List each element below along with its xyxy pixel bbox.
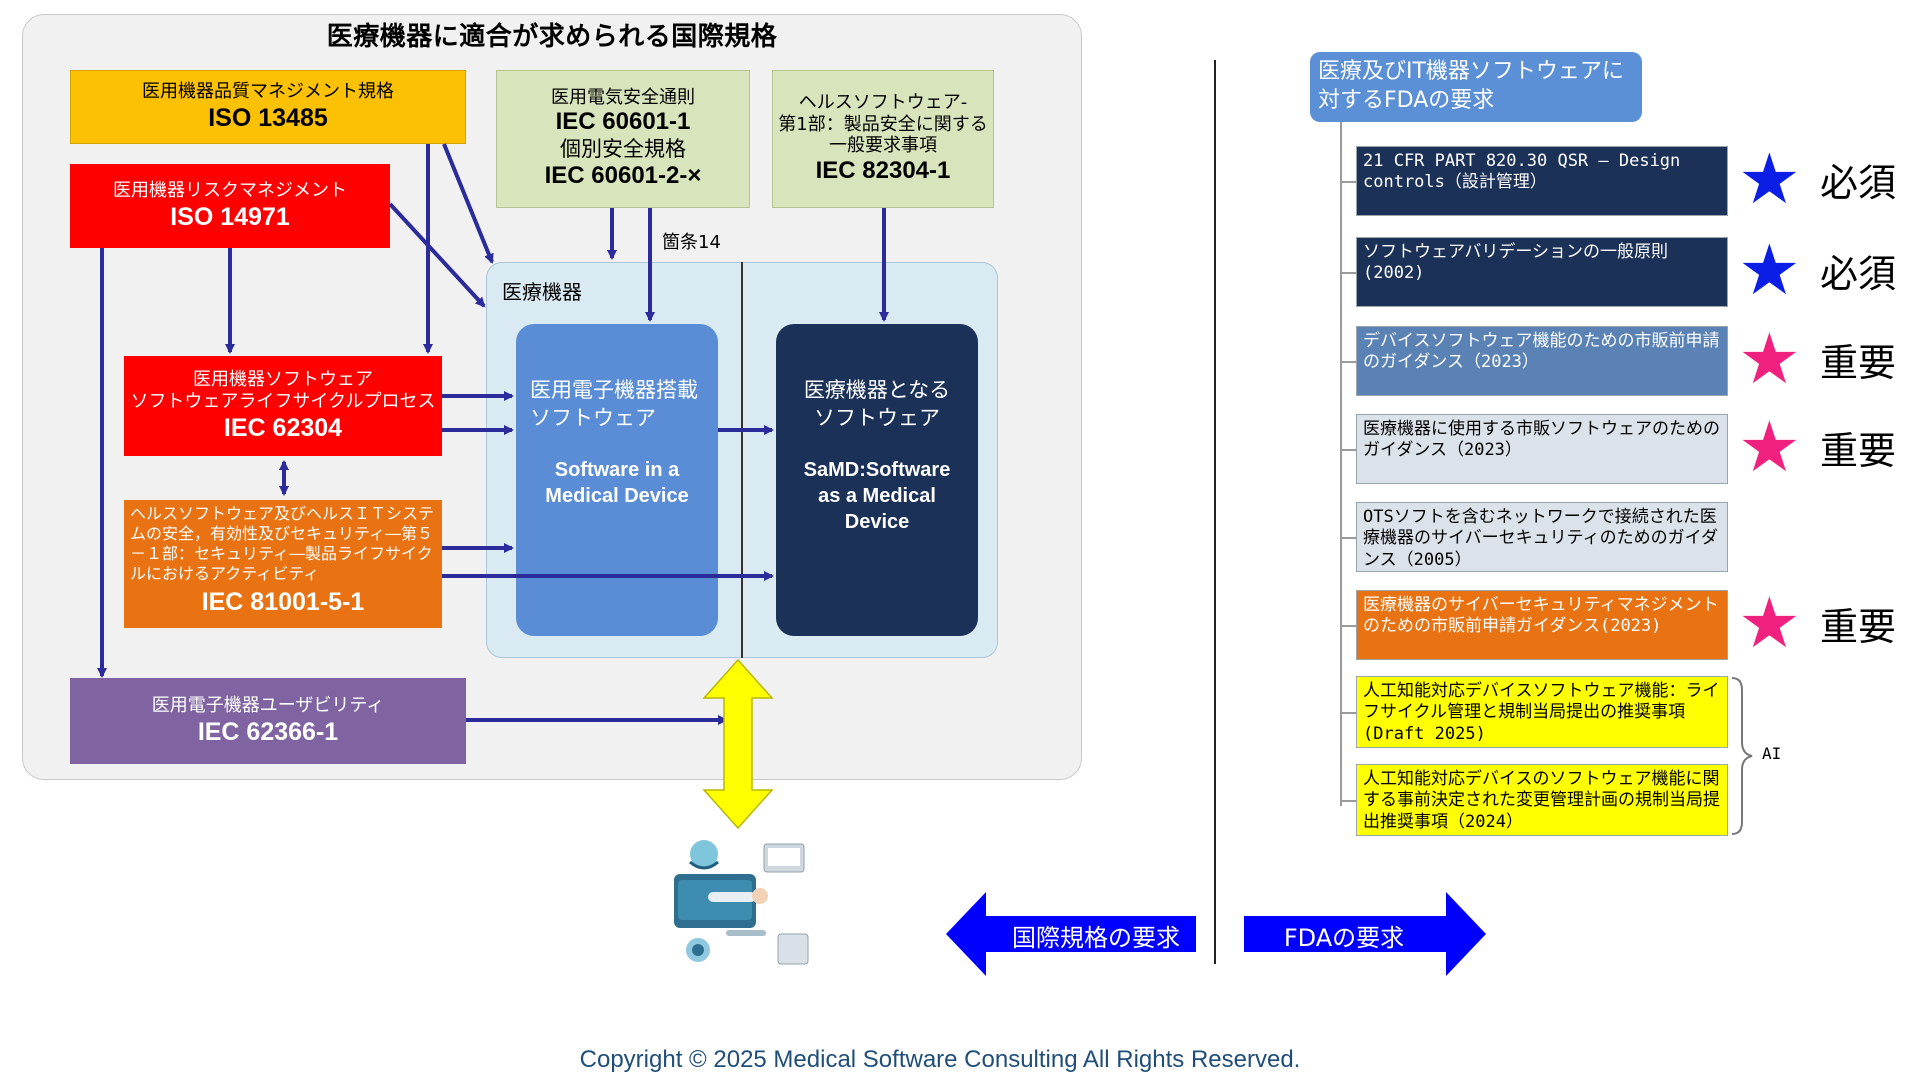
device-divider: [741, 262, 743, 658]
simd-box: 医用電子機器搭載 ソフトウェア Software in a Medical De…: [516, 324, 718, 636]
fda-requirement-item: ソフトウェアバリデーションの一般原則(2002): [1356, 237, 1728, 307]
fda-arrow-label: FDAの要求: [1283, 924, 1405, 952]
fda-tree-connector: [1340, 625, 1356, 627]
iec81001-code: IEC 81001-5-1: [201, 588, 365, 616]
star-icon: ★: [1738, 138, 1801, 220]
fda-tree-connector: [1340, 537, 1356, 539]
fda-tree-connector: [1340, 800, 1356, 802]
iso14971-code: ISO 14971: [170, 202, 290, 231]
iec60601-name1: 医用電気安全通則: [551, 86, 695, 108]
fda-requirement-item: 医療機器に使用する市販ソフトウェアのためのガイダンス（2023）: [1356, 414, 1728, 484]
fda-requirement-item: 21 CFR PART 820.30 QSR – Design controls…: [1356, 146, 1728, 216]
ai-label: AI: [1762, 744, 1782, 763]
clause-14-label: 箇条14: [662, 232, 721, 253]
hospital-scene-icon: [674, 840, 809, 965]
simd-en: Software in a Medical Device: [530, 457, 704, 509]
iso13485-code: ISO 13485: [208, 103, 328, 132]
star-icon: ★: [1738, 318, 1801, 400]
direction-arrows: [946, 892, 1486, 976]
samd-en1: SaMD:Software: [803, 458, 951, 481]
samd-en3: Device: [844, 510, 910, 533]
requirement-level-label: 重要: [1820, 341, 1897, 385]
fda-requirement-item: 人工知能対応デバイスソフトウェア機能：ライフサイクル管理と規制当局提出の推奨事項…: [1356, 676, 1728, 748]
star-icon: ★: [1738, 229, 1801, 311]
requirement-level-label: 重要: [1820, 429, 1897, 473]
fda-requirement-item: 人工知能対応デバイスのソフトウェア機能に関する事前決定された変更管理計画の規制当…: [1356, 764, 1728, 836]
iec60601-box: 医用電気安全通則 IEC 60601-1 個別安全規格 IEC 60601-2-…: [496, 70, 750, 208]
iec82304-code: IEC 82304-1: [815, 156, 951, 184]
iso13485-box: 医用機器品質マネジメント規格 ISO 13485: [70, 70, 466, 144]
iec81001-box: ヘルスソフトウェア及びヘルスＩＴシステムの安全，有効性及びセキュリティ―第５－１…: [124, 500, 442, 628]
iec60601-code2: IEC 60601-2-×: [544, 162, 702, 190]
requirement-level-label: 必須: [1820, 252, 1897, 296]
iso13485-name: 医用機器品質マネジメント規格: [142, 81, 394, 103]
fda-tree-connector: [1340, 361, 1356, 363]
panel-title: 医療機器に適合が求められる国際規格: [326, 22, 778, 52]
iec62304-code: IEC 62304: [223, 413, 343, 442]
iec62366-code: IEC 62366-1: [197, 717, 339, 746]
iec60601-code1: IEC 60601-1: [555, 108, 691, 136]
intl-standards-arrow-label: 国際規格の要求: [1012, 924, 1180, 952]
ai-bracket: [1731, 677, 1753, 835]
left-arrow-shape: [946, 892, 1196, 976]
fda-header: 医療及びIT機器ソフトウェアに対するFDAの要求: [1310, 52, 1642, 122]
iec62366-box: 医用電子機器ユーザビリティ IEC 62366-1: [70, 678, 466, 764]
fda-requirement-item: 医療機器のサイバーセキュリティマネジメントのための市販前申請ガイダンス(2023…: [1356, 590, 1728, 660]
fda-tree-line: [1340, 122, 1342, 806]
fda-requirement-item: デバイスソフトウェア機能のための市販前申請のガイダンス（2023）: [1356, 326, 1728, 396]
iso14971-box: 医用機器リスクマネジメント ISO 14971: [70, 164, 390, 248]
star-icon: ★: [1738, 582, 1801, 664]
iec82304-line1: ヘルスソフトウェア-: [798, 92, 968, 114]
fda-tree-connector: [1340, 272, 1356, 274]
samd-jp2: ソフトウェア: [814, 406, 940, 431]
iec62304-line1: 医用機器ソフトウェア: [193, 369, 373, 391]
simd-en1: Software in a: [554, 458, 680, 481]
iec82304-line2: 第1部：製品安全に関する: [778, 113, 988, 135]
center-separator: [1214, 60, 1216, 964]
samd-en2: as a Medical: [818, 484, 936, 507]
iec62304-box: 医用機器ソフトウェア ソフトウェアライフサイクルプロセス IEC 62304: [124, 356, 442, 456]
right-arrow-shape: [1244, 892, 1486, 976]
samd-box: 医療機器となる ソフトウェア SaMD:Software as a Medica…: [776, 324, 978, 636]
star-icon: ★: [1738, 406, 1801, 488]
fda-requirement-item: OTSソフトを含むネットワークで接続された医療機器のサイバーセキュリティのための…: [1356, 502, 1728, 572]
requirement-level-label: 重要: [1820, 605, 1897, 649]
medical-device-label: 医療機器: [502, 280, 582, 304]
fda-tree-connector: [1340, 449, 1356, 451]
iec81001-name: ヘルスソフトウェア及びヘルスＩＴシステムの安全，有効性及びセキュリティ―第５－１…: [130, 504, 435, 583]
iec62304-line2: ソフトウェアライフサイクルプロセス: [130, 391, 436, 412]
simd-en2: Medical Device: [545, 484, 689, 507]
samd-jp1: 医療機器となる: [803, 378, 951, 402]
simd-jp1: 医用電子機器搭載: [530, 378, 698, 402]
fda-tree-connector: [1340, 712, 1356, 714]
requirement-level-label: 必須: [1820, 161, 1897, 205]
simd-jp2: ソフトウェア: [530, 406, 656, 431]
iso14971-name: 医用機器リスクマネジメント: [113, 180, 347, 202]
iec82304-line3: 一般要求事項: [829, 135, 937, 157]
iec62366-name: 医用電子機器ユーザビリティ: [151, 695, 385, 717]
copyright-text: Copyright © 2025 Medical Software Consul…: [579, 1046, 1301, 1073]
samd-en: SaMD:Software as a Medical Device: [786, 457, 968, 535]
fda-tree-connector: [1340, 181, 1356, 183]
iec82304-box: ヘルスソフトウェア- 第1部：製品安全に関する 一般要求事項 IEC 82304…: [772, 70, 994, 208]
iec60601-name2: 個別安全規格: [560, 137, 686, 162]
